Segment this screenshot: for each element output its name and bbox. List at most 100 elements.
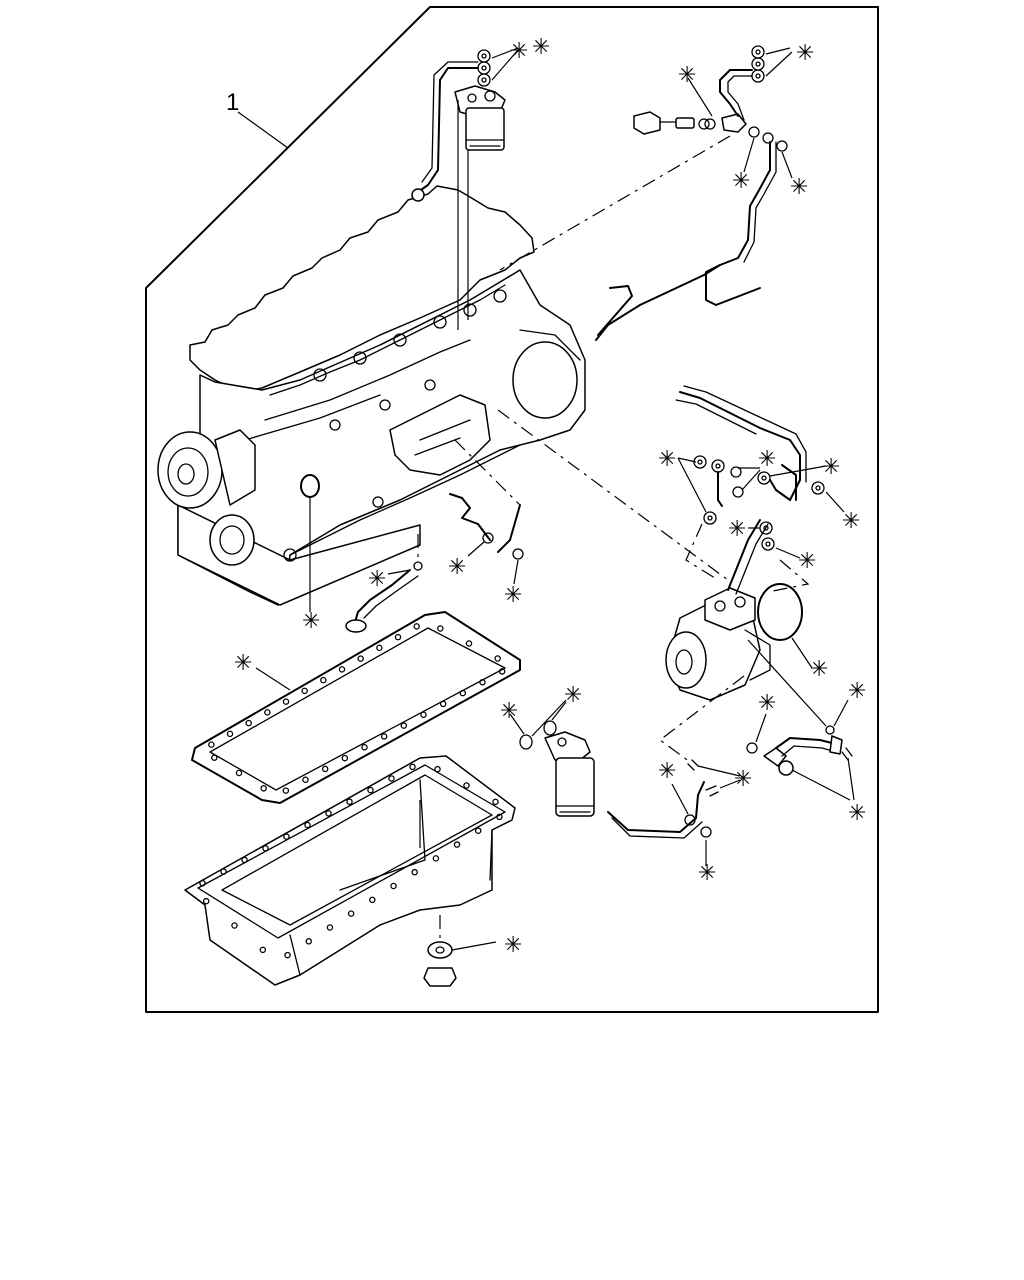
fuel-filter-top	[454, 85, 506, 151]
bolt-hole	[320, 676, 327, 684]
bolt-hole	[492, 798, 499, 806]
callout-star-8: ✳	[758, 447, 776, 472]
bolt-hole	[282, 787, 290, 794]
oil-pan	[184, 755, 516, 986]
bolt-hole	[411, 868, 418, 876]
bolt-hole	[199, 879, 206, 887]
bolt-hole	[434, 765, 441, 773]
bolt-hole	[453, 841, 461, 848]
bolt-hole	[376, 644, 383, 652]
bolt-hole	[361, 744, 368, 751]
bolt-hole	[264, 709, 271, 716]
item-number-label: 1	[226, 89, 239, 116]
bolt-hole	[338, 666, 346, 673]
bolt-hole	[432, 855, 440, 862]
bolt-hole	[420, 711, 427, 719]
bolt-hole	[463, 782, 470, 789]
callout-star-25: ✳	[848, 801, 866, 826]
bolt-hole	[304, 821, 311, 829]
drain-plug-washer	[427, 941, 453, 959]
bolt-hole	[211, 754, 218, 761]
callout-star-5: ✳	[790, 175, 808, 200]
callout-star-1: ✳	[532, 35, 550, 60]
bolt-hole	[494, 655, 501, 662]
bolt-hole	[260, 785, 267, 792]
kit-frame	[145, 6, 879, 1013]
bolt-hole	[347, 910, 355, 917]
bolt-hole	[235, 769, 243, 777]
bolt-hole	[241, 856, 248, 864]
bolt-hole	[245, 719, 252, 727]
bolt-hole	[302, 776, 309, 784]
callout-star-15: ✳	[504, 583, 522, 608]
callout-star-20: ✳	[564, 683, 582, 708]
bolt-hole	[367, 786, 374, 794]
bolt-hole	[259, 946, 267, 954]
engine-block	[157, 185, 586, 606]
bolt-hole	[474, 827, 482, 834]
callout-star-22: ✳	[848, 679, 866, 704]
callout-symbols: ✳✳✳✳✳✳✳✳✳✳✳✳✳✳✳✳✳✳✳✳✳✳✳✳✳✳✳	[234, 35, 866, 958]
drain-plug	[423, 967, 457, 987]
bolt-hole	[465, 640, 473, 647]
bolt-hole	[479, 679, 486, 686]
bolt-hole	[262, 845, 269, 852]
bolt-hole	[305, 938, 313, 945]
bolt-hole	[496, 813, 503, 821]
callout-star-10: ✳	[842, 509, 860, 534]
front-seal-ring	[300, 474, 320, 498]
bolt-hole	[326, 924, 334, 931]
bolt-hole	[459, 689, 467, 697]
callout-star-13: ✳	[448, 555, 466, 580]
callout-star-4: ✳	[732, 169, 750, 194]
bolt-hole	[394, 633, 402, 641]
callout-star-23: ✳	[658, 759, 676, 784]
callout-star-14: ✳	[368, 567, 386, 592]
sensor-connector	[633, 111, 710, 135]
callout-star-27: ✳	[504, 933, 522, 958]
callout-star-7: ✳	[658, 447, 676, 472]
bolt-hole	[231, 922, 238, 929]
bolt-hole	[388, 775, 395, 782]
bolt-hole	[413, 623, 420, 630]
pipe-bundle-right	[675, 385, 807, 501]
bolt-hole	[341, 754, 349, 762]
callout-star-18: ✳	[810, 657, 828, 682]
bolt-hole	[283, 833, 290, 840]
oil-pan-gasket	[191, 611, 521, 804]
item-label-leader	[237, 111, 289, 149]
bolt-hole	[301, 687, 308, 695]
fuel-filter-lower	[544, 731, 595, 817]
bolt-hole	[325, 810, 332, 817]
bolt-hole	[220, 868, 227, 875]
callout-star-16: ✳	[302, 609, 320, 634]
bolt-hole	[380, 733, 388, 740]
callout-star-24: ✳	[734, 767, 752, 792]
bolt-hole	[498, 668, 506, 675]
callout-star-6: ✳	[510, 39, 528, 64]
bolt-hole	[390, 882, 397, 890]
bolt-hole	[439, 700, 447, 708]
callout-star-21: ✳	[758, 691, 776, 716]
callout-star-9: ✳	[822, 455, 840, 480]
callout-star-19: ✳	[500, 699, 518, 724]
pump-o-ring	[757, 583, 803, 641]
bolt-hole	[369, 896, 376, 904]
callout-star-17: ✳	[234, 651, 252, 676]
callout-star-26: ✳	[698, 861, 716, 886]
bolt-hole	[202, 897, 210, 905]
washers-top-left	[477, 49, 491, 87]
bolt-hole	[437, 625, 444, 632]
bolt-hole	[282, 698, 290, 705]
high-pressure-pump	[665, 519, 771, 701]
bolt-hole	[226, 730, 234, 738]
callout-star-2: ✳	[796, 41, 814, 66]
bolt-hole	[409, 763, 416, 771]
bolt-hole	[321, 765, 329, 773]
bolt-hole	[400, 722, 408, 729]
bolt-hole	[208, 741, 215, 748]
callout-star-12: ✳	[798, 549, 816, 574]
callout-star-3: ✳	[678, 63, 696, 88]
bolt-hole	[357, 655, 364, 662]
